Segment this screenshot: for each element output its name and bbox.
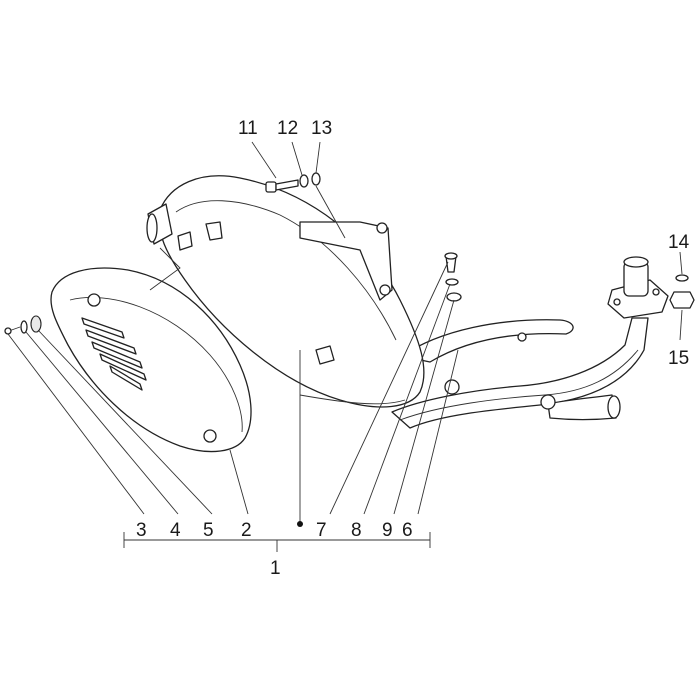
callout-11: 11 xyxy=(238,118,258,139)
callout-12: 12 xyxy=(277,118,298,139)
callout-7: 7 xyxy=(316,520,327,541)
callout-6: 6 xyxy=(402,520,413,541)
exhaust-pipe xyxy=(391,256,669,429)
callout-9: 9 xyxy=(382,520,393,541)
callout-13: 13 xyxy=(311,118,332,139)
group-bracket xyxy=(123,521,431,552)
heat-shield xyxy=(50,267,252,453)
washer-9 xyxy=(446,292,462,302)
callout-14: 14 xyxy=(668,232,690,253)
callout-1: 1 xyxy=(270,558,281,579)
pointer-dot xyxy=(297,521,303,527)
callout-15: 15 xyxy=(668,348,689,369)
callout-3: 3 xyxy=(136,520,147,541)
silencer-body xyxy=(146,175,425,408)
washer-14 xyxy=(675,274,689,282)
leader-lines xyxy=(7,141,683,524)
washer-4 xyxy=(20,320,28,334)
washer-13 xyxy=(311,172,321,186)
bolt-7 xyxy=(444,252,458,273)
callout-2: 2 xyxy=(241,520,252,541)
bolt-11 xyxy=(265,179,299,193)
callout-8: 8 xyxy=(351,520,362,541)
callout-4: 4 xyxy=(170,520,181,541)
washer-12 xyxy=(299,174,309,188)
screw-3 xyxy=(4,326,21,335)
callout-5: 5 xyxy=(203,520,214,541)
grommet-5 xyxy=(30,315,42,333)
callout-numbers: 3 4 5 2 7 8 9 6 1 11 12 13 14 15 xyxy=(136,118,690,579)
nut-15 xyxy=(669,291,695,309)
washer-8 xyxy=(445,278,459,286)
